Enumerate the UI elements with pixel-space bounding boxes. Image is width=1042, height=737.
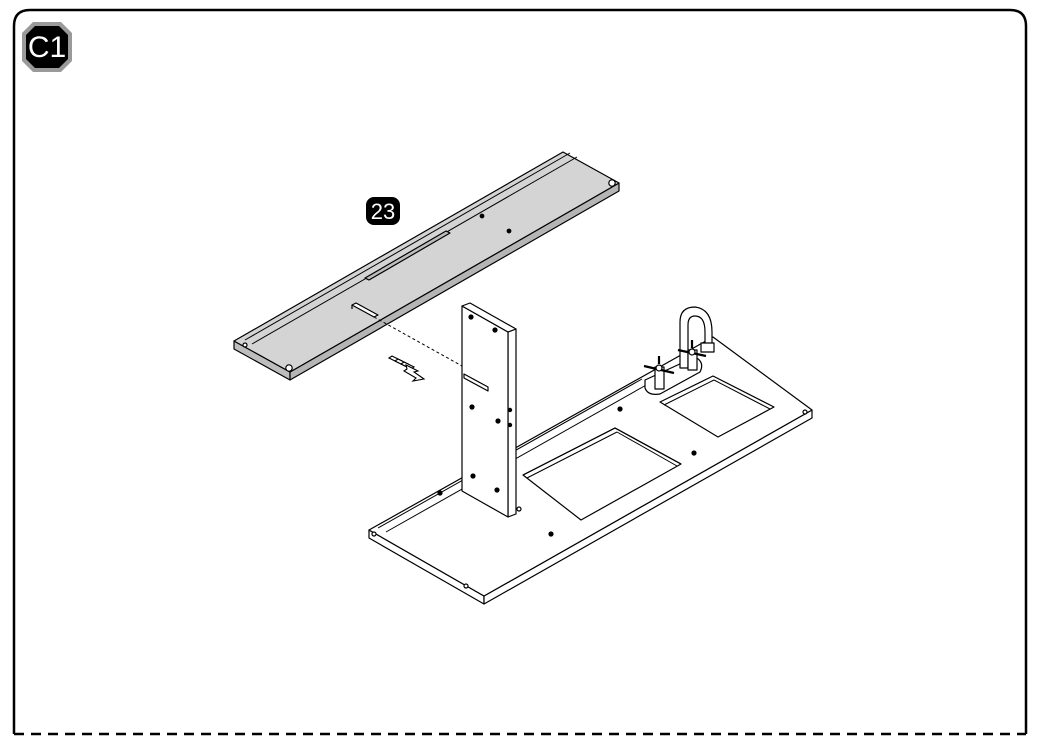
faucet [643, 306, 715, 395]
step-label: C1 [28, 31, 66, 64]
divider-panel [461, 302, 517, 518]
arrow-down-right-icon [387, 355, 426, 382]
step-badge: C1 [22, 22, 72, 72]
part-badge-23: 23 [366, 197, 400, 225]
part-number: 23 [371, 199, 395, 224]
base-panel [368, 336, 813, 605]
shelf-board-23 [233, 151, 620, 381]
panel-border [12, 8, 1028, 734]
